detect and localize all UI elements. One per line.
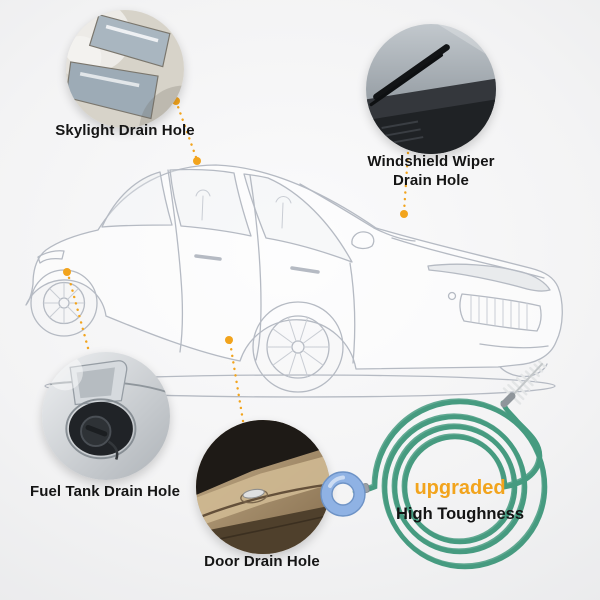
skylight-photo [66,10,184,128]
connector-fuel [63,268,90,350]
car-ground-shadow [44,374,556,398]
ring-handle [320,471,366,517]
connector-wiper [400,151,410,218]
fuel-tank-photo-image [42,352,170,480]
door-handle-front [290,266,320,274]
connector-door [225,336,245,423]
headlight [427,263,551,292]
car-grille [447,291,542,332]
door-label: Door Drain Hole [204,553,320,570]
upgraded-badge: upgraded [414,477,506,499]
wiper-label-line1: Windshield Wiper [367,153,495,170]
side-mirror [351,231,375,250]
wiper-label-line2: Drain Hole [392,172,469,189]
door-photo-image [196,420,330,554]
car-body [25,164,563,378]
wiper-photo [366,24,496,154]
wiper-label: Windshield Wiper Drain Hole [341,152,521,190]
skylight-photo-image [66,10,184,128]
door-photo [196,420,330,554]
fuel-tank-label: Fuel Tank Drain Hole [29,483,181,500]
high-toughness-label: High Toughness [395,505,525,523]
rear-wheel [30,269,98,337]
fuel-tank-photo [42,352,170,480]
brush-head [500,360,547,408]
front-wheel [252,301,344,393]
door-handle-rear [194,254,222,261]
wiper-photo-image [366,24,496,154]
skylight-label: Skylight Drain Hole [55,122,195,139]
tail-lamp [37,250,65,264]
